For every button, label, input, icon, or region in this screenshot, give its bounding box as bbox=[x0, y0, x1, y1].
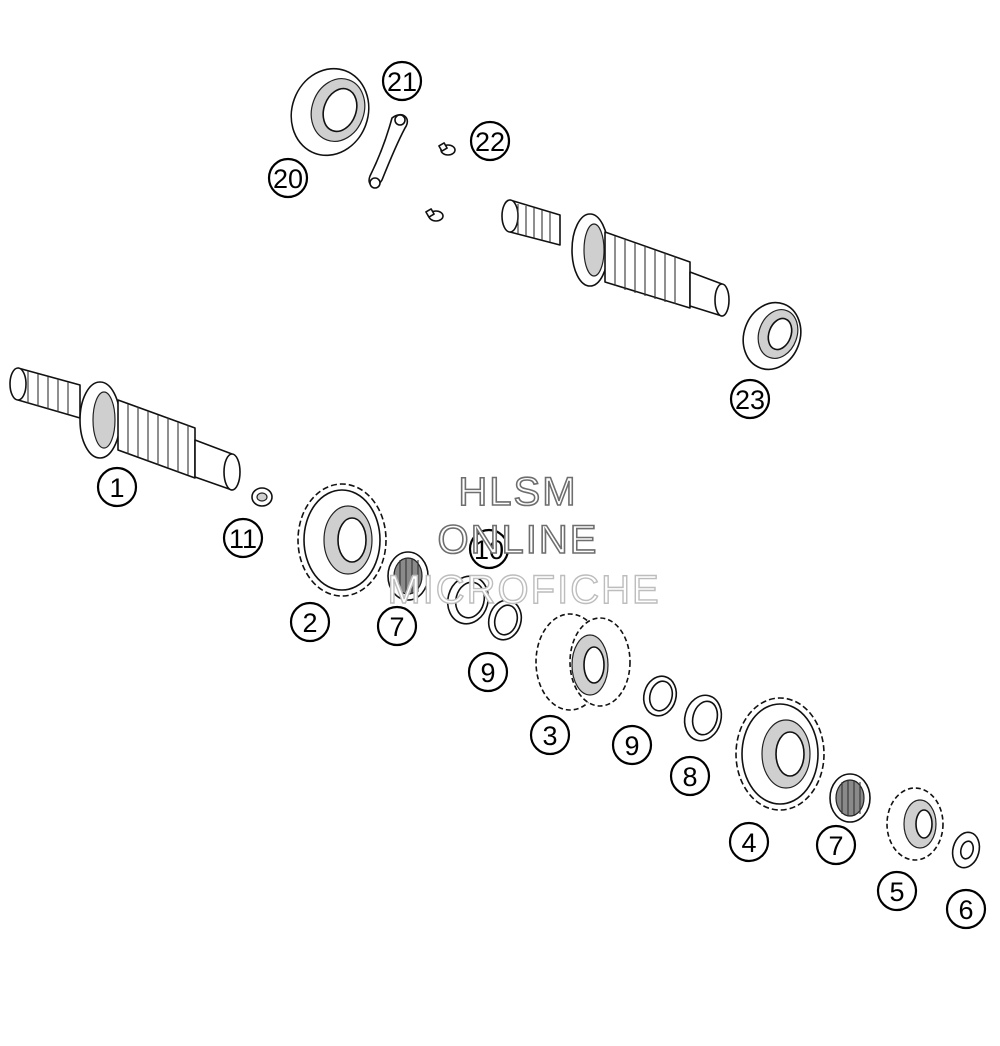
callout-23: 23 bbox=[729, 378, 771, 420]
svg-text:3: 3 bbox=[542, 721, 557, 751]
callout-3: 3 bbox=[529, 714, 571, 756]
svg-text:8: 8 bbox=[682, 762, 697, 792]
svg-text:20: 20 bbox=[273, 164, 303, 194]
svg-text:21: 21 bbox=[387, 67, 417, 97]
svg-text:1: 1 bbox=[109, 473, 124, 503]
callout-7-upper: 7 bbox=[376, 605, 418, 647]
upper-shaft bbox=[501, 199, 730, 317]
callout-1: 1 bbox=[96, 466, 138, 508]
retaining-bracket-part-21 bbox=[368, 113, 409, 189]
washer-part-6 bbox=[951, 831, 981, 869]
bearing-part-20 bbox=[290, 67, 370, 157]
callout-2: 2 bbox=[289, 601, 331, 643]
svg-text:23: 23 bbox=[735, 385, 765, 415]
gear-part-3 bbox=[535, 613, 631, 711]
callout-22: 22 bbox=[469, 120, 511, 162]
washer-part-8 bbox=[683, 694, 723, 742]
callout-4: 4 bbox=[728, 821, 770, 863]
svg-text:7: 7 bbox=[389, 612, 404, 642]
svg-text:9: 9 bbox=[480, 658, 495, 688]
svg-text:9: 9 bbox=[624, 731, 639, 761]
callout-11: 11 bbox=[222, 517, 264, 559]
svg-text:7: 7 bbox=[828, 831, 843, 861]
circlip-part-9-upper bbox=[487, 599, 523, 641]
circlip-part-9-lower bbox=[642, 675, 678, 717]
screw-part-22 bbox=[425, 142, 456, 222]
callout-21: 21 bbox=[381, 60, 423, 102]
needle-bearing-part-7-lower bbox=[829, 773, 871, 823]
svg-text:11: 11 bbox=[229, 524, 257, 554]
callout-6: 6 bbox=[945, 888, 987, 930]
gear-part-5 bbox=[886, 787, 944, 861]
svg-text:2: 2 bbox=[302, 608, 317, 638]
callout-9-upper: 9 bbox=[467, 651, 509, 693]
callout-7-lower: 7 bbox=[815, 824, 857, 866]
callout-8: 8 bbox=[669, 755, 711, 797]
callout-20: 20 bbox=[267, 157, 309, 199]
svg-text:4: 4 bbox=[741, 828, 756, 858]
needle-bearing-part-7-upper bbox=[387, 551, 429, 601]
callout-10: 10 bbox=[468, 528, 510, 570]
washer-part-10 bbox=[446, 575, 490, 625]
callout-5: 5 bbox=[876, 870, 918, 912]
nut-part-11 bbox=[251, 487, 273, 507]
svg-text:22: 22 bbox=[475, 127, 505, 157]
svg-text:10: 10 bbox=[474, 535, 504, 565]
callout-9-lower: 9 bbox=[611, 724, 653, 766]
bearing-part-23 bbox=[742, 301, 802, 371]
svg-text:6: 6 bbox=[958, 895, 973, 925]
gear-part-4 bbox=[735, 697, 825, 811]
gear-part-2 bbox=[297, 483, 387, 597]
main-shaft-part-1 bbox=[9, 367, 241, 491]
svg-text:5: 5 bbox=[889, 877, 904, 907]
